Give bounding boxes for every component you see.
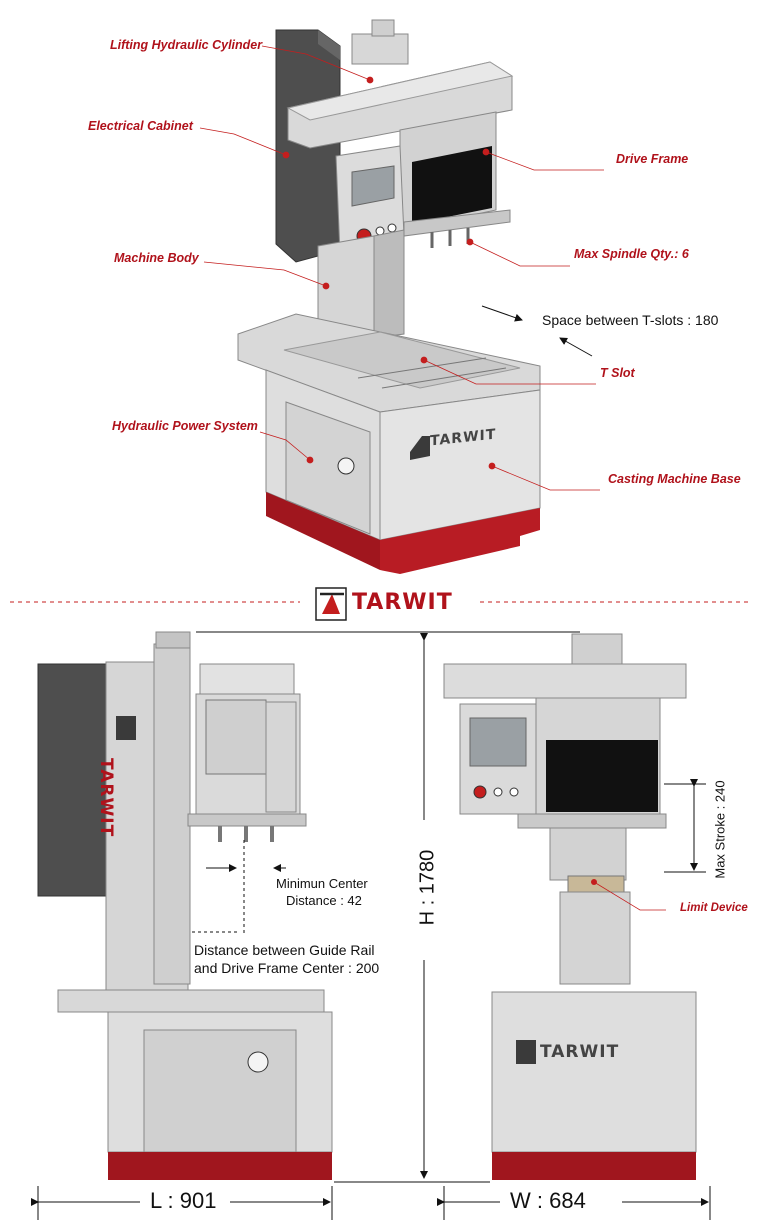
front-brand-name: TARWIT [96,758,116,837]
side-base [491,991,697,1153]
front-cabinet [37,663,109,897]
drive-frame-window [412,146,492,224]
dim-min-center-1: Minimun Center [276,876,368,891]
tarwit-logo-icon [410,436,430,460]
dim-t-slot-space: Space between T-slots : 180 [542,312,719,328]
side-drive-window [546,740,658,812]
front-view [31,631,333,1220]
side-top-beam [443,663,687,699]
callout-drive-frame: Drive Frame [616,152,689,166]
dim-length: L : 901 [150,1188,217,1213]
dim-guide-rail-2: and Drive Frame Center : 200 [194,960,380,976]
side-red-foot [492,1152,696,1180]
dim-height: H : 1780 [416,849,439,926]
side-logo-icon [516,1040,536,1064]
callout-casting-machine-base: Casting Machine Base [608,472,741,486]
dim-guide-rail-1: Distance between Guide Rail [194,942,375,958]
callout-lifting-hydraulic-cylinder: Lifting Hydraulic Cylinder [110,38,263,52]
brand-name: TARWIT [352,590,453,615]
base-red-foot [266,492,380,570]
side-view [437,633,711,1220]
callout-t-slot: T Slot [600,366,635,380]
callout-electrical-cabinet: Electrical Cabinet [88,119,193,133]
dim-max-stroke: Max Stroke : 240 [712,780,728,879]
callout-hydraulic-power-system: Hydraulic Power System [112,419,258,433]
front-motor [205,699,267,775]
front-red-foot [108,1152,332,1180]
lifting-cylinder [351,33,409,65]
isometric-view [199,19,604,574]
pressure-gauge-icon [337,457,355,475]
callout-limit-device: Limit Device [680,902,748,914]
front-logo-icon [116,716,136,740]
side-red-button-icon [473,785,487,799]
side-brand-name: TARWIT [540,1042,620,1062]
callout-max-spindle-qty: Max Spindle Qty.: 6 [574,247,689,261]
callout-machine-body: Machine Body [114,251,199,265]
front-gauge-icon [247,1051,269,1073]
dim-min-center-2: Distance : 42 [286,893,362,908]
dim-width: W : 684 [510,1188,586,1213]
hydraulic-door [285,401,371,535]
